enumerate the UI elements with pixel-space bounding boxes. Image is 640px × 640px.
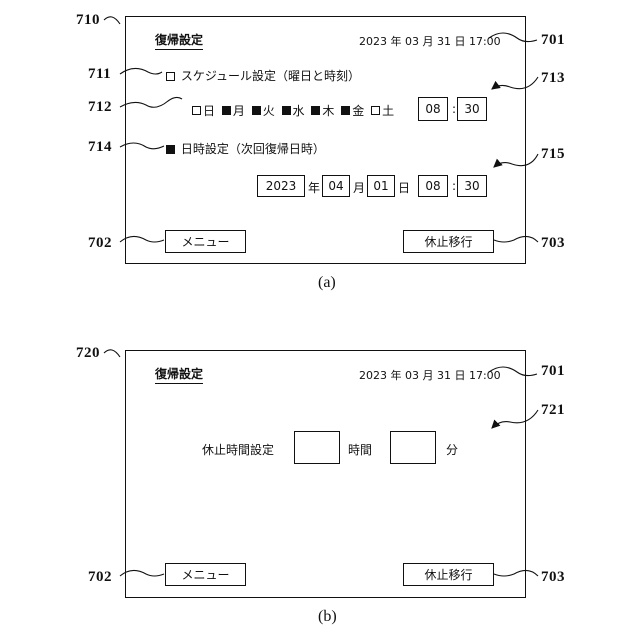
ref-712: 712	[88, 99, 112, 116]
current-datetime: 2023 年 03 月 31 日 17:00	[359, 367, 501, 383]
weekday-sun-checkbox[interactable]	[192, 106, 201, 115]
weekday-fri-label: 金	[352, 102, 364, 119]
hours-unit: 時間	[348, 441, 372, 458]
weekday-mon[interactable]: 月	[222, 102, 245, 119]
weekday-sun[interactable]: 日	[192, 102, 215, 119]
ref-711: 711	[88, 66, 111, 83]
weekday-mon-checkbox[interactable]	[222, 106, 231, 115]
day-unit: 日	[398, 179, 410, 196]
weekday-sat[interactable]: 土	[371, 102, 394, 119]
sleep-time-setting-label: 休止時間設定	[202, 441, 274, 458]
weekday-tue[interactable]: 火	[252, 102, 275, 119]
minutes-field[interactable]	[390, 431, 436, 464]
ref-701-a: 701	[541, 32, 565, 49]
schedule-minute-field[interactable]: 30	[457, 97, 487, 121]
weekday-fri-checkbox[interactable]	[341, 106, 350, 115]
weekday-wed-checkbox[interactable]	[282, 106, 291, 115]
ref-715: 715	[541, 146, 565, 163]
ref-703-b: 703	[541, 569, 565, 586]
schedule-checkbox[interactable]	[166, 72, 175, 81]
weekday-mon-label: 月	[233, 102, 245, 119]
weekday-sat-checkbox[interactable]	[371, 106, 380, 115]
ref-701-b: 701	[541, 363, 565, 380]
schedule-time-separator: :	[452, 102, 456, 116]
next-hour-field[interactable]: 08	[418, 175, 448, 197]
ref-710: 710	[76, 12, 100, 29]
weekday-thu-label: 木	[322, 102, 334, 119]
next-year-field[interactable]: 2023	[257, 175, 305, 197]
month-unit: 月	[353, 179, 365, 196]
return-settings-screen-b: 復帰設定 2023 年 03 月 31 日 17:00 休止時間設定 時間 分 …	[125, 350, 526, 598]
datetime-setting-checkbox[interactable]	[166, 145, 175, 154]
leader-720	[104, 350, 120, 357]
weekday-fri[interactable]: 金	[341, 102, 364, 119]
weekday-tue-label: 火	[263, 102, 275, 119]
next-time-separator: :	[452, 179, 456, 193]
sleep-transition-button[interactable]: 休止移行	[403, 563, 494, 586]
minutes-unit: 分	[446, 441, 458, 458]
ref-720: 720	[76, 345, 100, 362]
screen-title: 復帰設定	[155, 31, 203, 50]
menu-button[interactable]: メニュー	[165, 230, 246, 253]
year-unit: 年	[308, 179, 320, 196]
next-month-field[interactable]: 04	[322, 175, 350, 197]
ref-714: 714	[88, 139, 112, 156]
next-day-field[interactable]: 01	[367, 175, 395, 197]
weekday-sat-label: 土	[382, 102, 394, 119]
screen-title: 復帰設定	[155, 365, 203, 384]
ref-702-b: 702	[88, 569, 112, 586]
weekday-selector: 日 月 火 水 木 金 土	[192, 102, 397, 119]
weekday-thu-checkbox[interactable]	[311, 106, 320, 115]
weekday-thu[interactable]: 木	[311, 102, 334, 119]
weekday-wed[interactable]: 水	[282, 102, 305, 119]
caption-b: (b)	[318, 608, 337, 626]
ref-713: 713	[541, 70, 565, 87]
weekday-tue-checkbox[interactable]	[252, 106, 261, 115]
schedule-setting-label: スケジュール設定（曜日と時刻）	[181, 69, 360, 83]
weekday-sun-label: 日	[203, 102, 215, 119]
ref-702-a: 702	[88, 235, 112, 252]
ref-703-a: 703	[541, 235, 565, 252]
current-datetime: 2023 年 03 月 31 日 17:00	[359, 33, 501, 49]
schedule-setting-option[interactable]: スケジュール設定（曜日と時刻）	[166, 67, 360, 84]
ref-721: 721	[541, 402, 565, 419]
schedule-hour-field[interactable]: 08	[418, 97, 448, 121]
datetime-setting-option[interactable]: 日時設定（次回復帰日時）	[166, 140, 325, 157]
sleep-transition-button[interactable]: 休止移行	[403, 230, 494, 253]
leader-710	[104, 17, 120, 24]
next-minute-field[interactable]: 30	[457, 175, 487, 197]
caption-a: (a)	[318, 274, 336, 292]
datetime-setting-label: 日時設定（次回復帰日時）	[181, 142, 325, 156]
return-settings-screen-a: 復帰設定 2023 年 03 月 31 日 17:00 スケジュール設定（曜日と…	[125, 16, 526, 264]
weekday-wed-label: 水	[293, 102, 305, 119]
menu-button[interactable]: メニュー	[165, 563, 246, 586]
hours-field[interactable]	[294, 431, 340, 464]
